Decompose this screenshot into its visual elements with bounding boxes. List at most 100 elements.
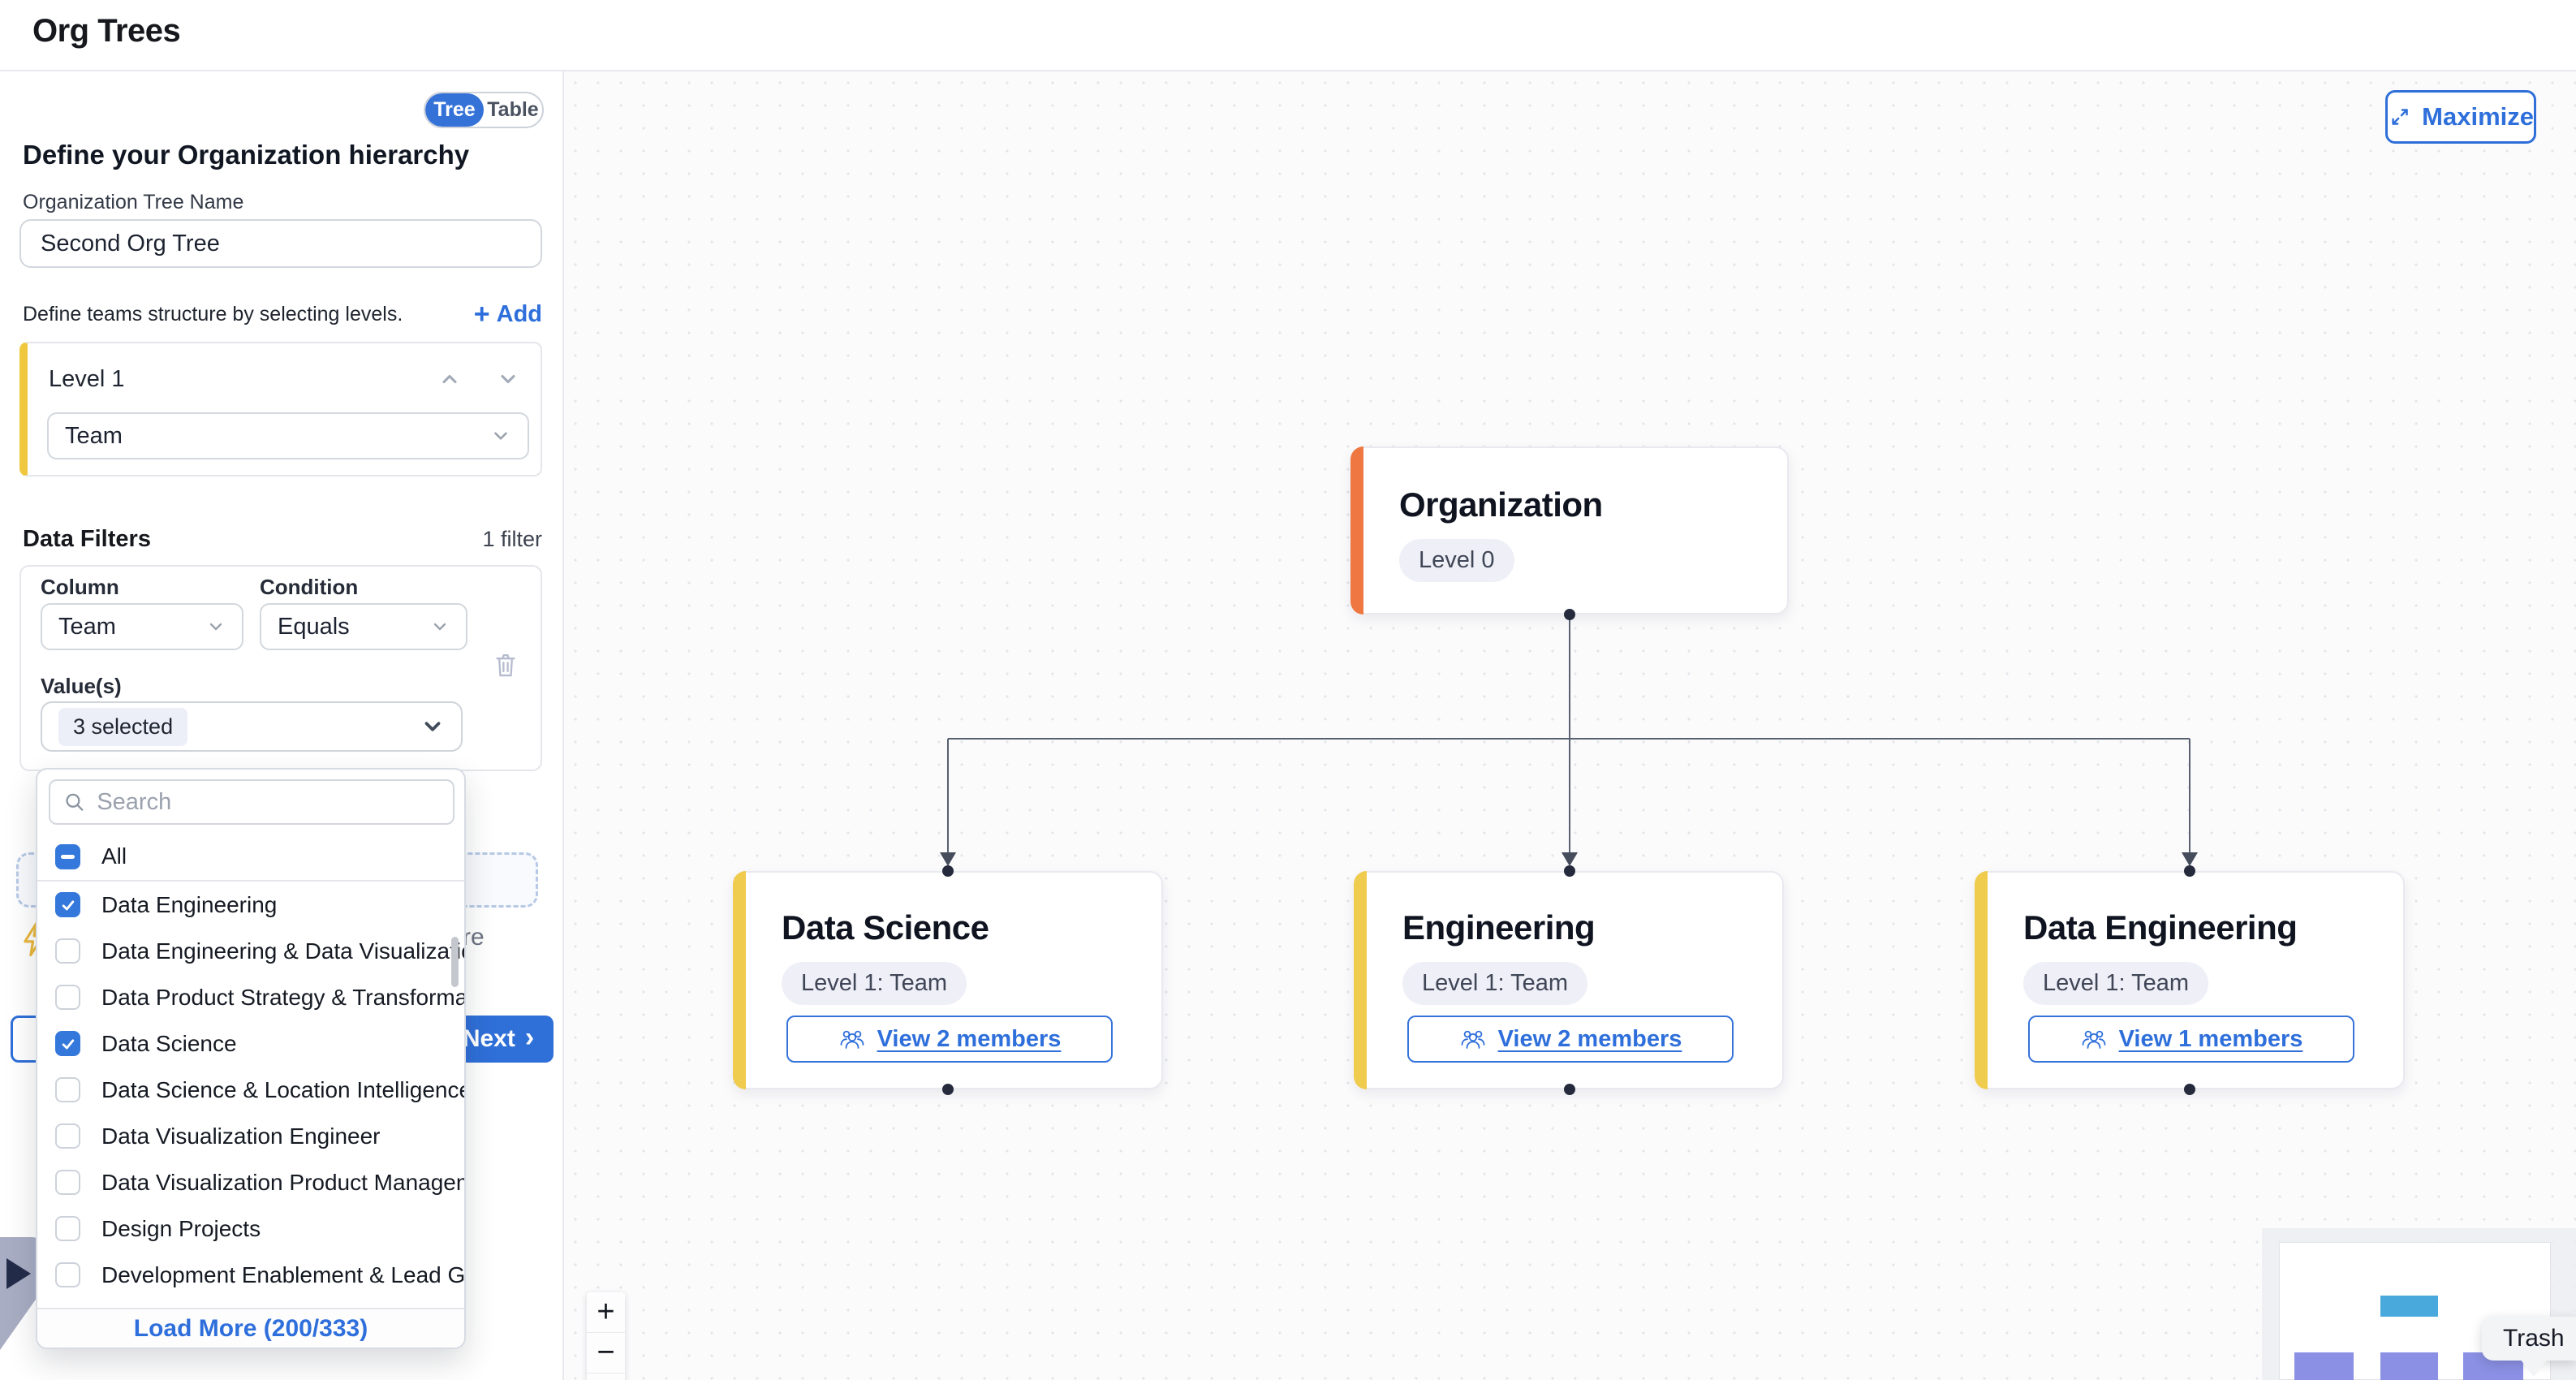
level-label: Level 1 bbox=[49, 366, 125, 392]
node-organization[interactable]: Organization Level 0 bbox=[1350, 446, 1789, 615]
load-more-link[interactable]: Load More (200/333) bbox=[133, 1314, 368, 1342]
lightning-icon bbox=[21, 921, 47, 960]
toggle-tree[interactable]: Tree bbox=[425, 93, 484, 127]
select-all-row[interactable]: All bbox=[37, 834, 464, 878]
option-row[interactable]: Data Engineering & Data Visualization bbox=[37, 928, 464, 974]
option-row[interactable]: Data Science & Location Intelligence bbox=[37, 1067, 464, 1113]
tree-edges bbox=[940, 609, 2198, 1095]
divider bbox=[37, 880, 464, 882]
node-level-badge: Level 1: Team bbox=[2023, 962, 2209, 1005]
option-row[interactable]: Design Projects bbox=[37, 1205, 464, 1252]
minimap-child-node bbox=[2294, 1352, 2354, 1380]
view-members-button[interactable]: View 2 members bbox=[1407, 1016, 1734, 1063]
move-level-up-icon[interactable] bbox=[438, 368, 461, 395]
level-type-value: Team bbox=[65, 422, 123, 449]
node-accent-bar bbox=[1975, 871, 1988, 1089]
select-all-label: All bbox=[101, 843, 127, 869]
select-all-checkbox[interactable] bbox=[55, 843, 80, 869]
play-triangle-icon bbox=[6, 1258, 31, 1289]
dropdown-footer: Load More (200/333) bbox=[37, 1308, 464, 1348]
next-label: Next bbox=[462, 1025, 515, 1052]
checkbox[interactable] bbox=[55, 1262, 80, 1287]
checkbox-checked[interactable] bbox=[55, 892, 80, 917]
option-row[interactable]: Data Engineering bbox=[37, 882, 464, 928]
checkbox[interactable] bbox=[55, 938, 80, 964]
view-members-button[interactable]: View 2 members bbox=[786, 1016, 1113, 1063]
filter-card: Column Condition Team Equals Value(s) 3 … bbox=[19, 565, 542, 771]
values-multiselect[interactable]: 3 selected bbox=[41, 701, 463, 752]
hidden-text-fragment: re bbox=[463, 924, 485, 951]
fit-view-button[interactable] bbox=[587, 1374, 625, 1380]
minimap[interactable] bbox=[2262, 1228, 2576, 1380]
search-icon bbox=[66, 793, 84, 812]
option-row[interactable]: Data Visualization Engineer bbox=[37, 1113, 464, 1159]
node-level-badge: Level 0 bbox=[1399, 539, 1514, 582]
node-engineering[interactable]: Engineering Level 1: Team View 2 members bbox=[1354, 871, 1784, 1089]
chevron-down-icon bbox=[494, 432, 507, 440]
options-list[interactable]: Data Engineering Data Engineering & Data… bbox=[37, 882, 464, 1311]
add-level-label: Add bbox=[496, 300, 542, 327]
minimap-viewport bbox=[2279, 1242, 2551, 1380]
column-select[interactable]: Team bbox=[41, 603, 243, 650]
checkbox[interactable] bbox=[55, 1170, 80, 1195]
people-icon bbox=[840, 1030, 864, 1049]
values-label: Value(s) bbox=[41, 674, 122, 698]
node-title: Organization bbox=[1399, 485, 1603, 524]
node-level-badge: Level 1: Team bbox=[1402, 962, 1588, 1005]
condition-value: Equals bbox=[278, 613, 350, 640]
node-data-science[interactable]: Data Science Level 1: Team View 2 member… bbox=[733, 871, 1163, 1089]
selected-count-chip: 3 selected bbox=[58, 707, 188, 746]
level-card: Level 1 Team bbox=[19, 342, 542, 477]
minimap-root-node bbox=[2380, 1296, 2438, 1317]
dropdown-search-box[interactable] bbox=[49, 779, 454, 825]
levels-hint-row: Define teams structure by selecting leve… bbox=[23, 300, 542, 328]
zoom-controls: + − bbox=[587, 1292, 625, 1380]
scrollbar-thumb[interactable] bbox=[451, 937, 459, 987]
zoom-out-button[interactable]: − bbox=[587, 1333, 625, 1374]
page-title: Org Trees bbox=[32, 13, 181, 49]
option-row[interactable]: Data Product Strategy & Transformat... bbox=[37, 974, 464, 1020]
maximize-label: Maximize bbox=[2422, 102, 2534, 131]
node-accent-bar bbox=[1354, 871, 1367, 1089]
people-icon bbox=[1461, 1030, 1485, 1049]
node-title: Data Science bbox=[782, 908, 989, 947]
chevron-down-icon bbox=[424, 722, 441, 731]
checkbox[interactable] bbox=[55, 1216, 80, 1241]
checkbox[interactable] bbox=[55, 985, 80, 1010]
view-members-button[interactable]: View 1 members bbox=[2028, 1016, 2354, 1063]
view-toggle[interactable]: Tree Table bbox=[424, 92, 544, 128]
top-bar: Org Trees bbox=[0, 0, 2576, 71]
data-filters-title: Data Filters bbox=[23, 526, 151, 552]
node-level-badge: Level 1: Team bbox=[782, 962, 967, 1005]
levels-hint: Define teams structure by selecting leve… bbox=[23, 302, 403, 326]
tree-name-label: Organization Tree Name bbox=[23, 191, 244, 213]
condition-select[interactable]: Equals bbox=[260, 603, 467, 650]
zoom-in-button[interactable]: + bbox=[587, 1292, 625, 1333]
tooltip-tail bbox=[2520, 1359, 2548, 1377]
level-type-select[interactable]: Team bbox=[47, 412, 529, 459]
move-level-down-icon[interactable] bbox=[497, 368, 519, 395]
chevron-down-icon bbox=[433, 623, 446, 631]
org-tree-canvas[interactable]: Maximize Organization Level 0 Data Scien… bbox=[564, 71, 2576, 1380]
expand-icon bbox=[2392, 109, 2408, 125]
node-data-engineering[interactable]: Data Engineering Level 1: Team View 1 me… bbox=[1975, 871, 2405, 1089]
chevron-right-icon: › bbox=[524, 1022, 535, 1053]
checkbox[interactable] bbox=[55, 1123, 80, 1149]
checkbox[interactable] bbox=[55, 1077, 80, 1102]
add-level-button[interactable]: + Add bbox=[474, 300, 542, 328]
column-label: Column bbox=[41, 575, 119, 599]
minimap-child-node bbox=[2380, 1352, 2438, 1380]
node-accent-bar bbox=[733, 871, 746, 1089]
checkbox-checked[interactable] bbox=[55, 1031, 80, 1056]
option-row[interactable]: Data Science bbox=[37, 1020, 464, 1067]
toggle-table[interactable]: Table bbox=[487, 98, 539, 121]
dropdown-search-input[interactable] bbox=[97, 788, 440, 816]
node-title: Engineering bbox=[1402, 908, 1596, 947]
delete-filter-trash-icon[interactable] bbox=[493, 651, 519, 683]
node-title: Data Engineering bbox=[2023, 908, 2298, 947]
option-row[interactable]: Data Visualization Product Managem... bbox=[37, 1159, 464, 1205]
tree-name-input[interactable] bbox=[19, 219, 542, 268]
option-row[interactable]: Development Enablement & Lead Ge... bbox=[37, 1252, 464, 1298]
maximize-button[interactable]: Maximize bbox=[2385, 90, 2536, 144]
